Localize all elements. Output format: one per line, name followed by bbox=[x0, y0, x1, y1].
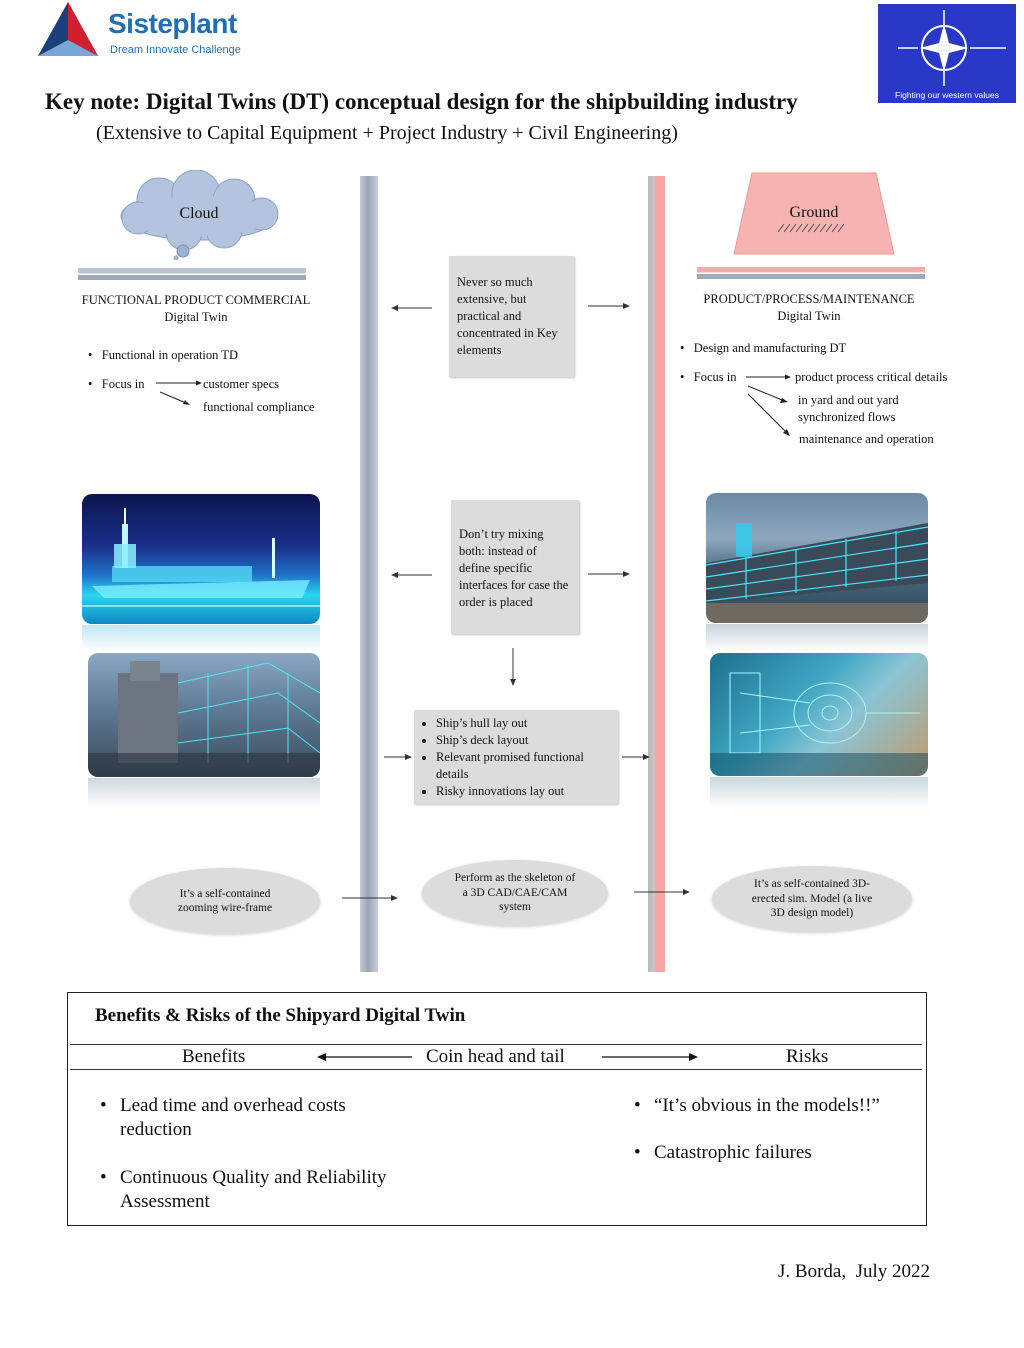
left-oval: It’s a self-contained zooming wire-frame bbox=[130, 868, 320, 934]
arrow-right-icon bbox=[588, 571, 630, 577]
carrier-digital-twin-reflection bbox=[706, 624, 928, 652]
arrow-right-icon bbox=[602, 1053, 698, 1061]
bullet-dot: • bbox=[88, 377, 102, 391]
right-heading: PRODUCT/PROCESS/MAINTENANCE Digital Twin bbox=[684, 291, 934, 325]
risk-item: • “It’s obvious in the models!!” bbox=[634, 1094, 880, 1118]
right-focus-target-2: in yard and out yard synchronized flows bbox=[798, 393, 899, 424]
arrow-right-icon bbox=[634, 889, 690, 895]
cloud-label: Cloud bbox=[179, 205, 219, 222]
left-divider-rail bbox=[360, 176, 378, 972]
right-divider-rail bbox=[648, 176, 665, 972]
benefits-risks-panel: Benefits & Risks of the Shipyard Digital… bbox=[67, 992, 927, 1226]
arrow-right-icon bbox=[588, 303, 630, 309]
carrier-wireframe-drawing bbox=[88, 661, 320, 777]
bullet-dot: • bbox=[100, 1167, 107, 1188]
ship-hologram-drawing bbox=[82, 508, 320, 607]
center-list-item: Ship’s hull lay out bbox=[436, 715, 612, 732]
ground-base-bar bbox=[697, 267, 925, 279]
page-title: Key note: Digital Twins (DT) conceptual … bbox=[45, 89, 798, 114]
left-heading-line1: FUNCTIONAL PRODUCT COMMERCIAL bbox=[81, 293, 311, 307]
carrier-digital-twin-drawing bbox=[706, 523, 928, 623]
logo-name: Sisteplant bbox=[108, 8, 237, 39]
benefit-item: • Continuous Quality and Reliability Ass… bbox=[100, 1166, 450, 1214]
risks-header: Risks bbox=[786, 1046, 829, 1067]
right-bullet-1: • Design and manufacturing DT bbox=[680, 340, 846, 357]
center-list-item: Relevant promised functional details bbox=[436, 749, 612, 783]
sisteplant-logo: Sisteplant Dream Innovate Challenge bbox=[34, 0, 254, 62]
bullet-dot: • bbox=[680, 341, 694, 355]
right-heading-line2: Digital Twin bbox=[777, 309, 841, 323]
logo-triangle-icon bbox=[38, 2, 98, 56]
benefits-risks-title: Benefits & Risks of the Shipyard Digital… bbox=[95, 1005, 466, 1026]
benefits-header: Benefits bbox=[182, 1046, 246, 1067]
compass-badge: Fighting our western values bbox=[878, 4, 1016, 103]
right-focus-target-1: product process critical details bbox=[795, 370, 948, 384]
benefit-text: Continuous Quality and Reliability Asses… bbox=[120, 1167, 387, 1212]
risk-text: Catastrophic failures bbox=[654, 1142, 812, 1163]
left-heading: FUNCTIONAL PRODUCT COMMERCIAL Digital Tw… bbox=[70, 292, 322, 326]
arrow-right-icon bbox=[342, 895, 398, 901]
center-list-item: Ship’s deck layout bbox=[436, 732, 612, 749]
coin-head-tail-header: Coin head and tail bbox=[426, 1046, 565, 1067]
badge-text: Fighting our western values bbox=[895, 90, 999, 100]
arrow-down-icon bbox=[510, 648, 516, 686]
compass-rose-icon bbox=[898, 10, 1006, 86]
center-box-1: Never so much extensive, but practical a… bbox=[449, 256, 574, 377]
right-bullet-2-text: Focus in bbox=[693, 370, 737, 384]
right-focus-target-3: maintenance and operation bbox=[799, 432, 934, 446]
arrow-left-icon bbox=[391, 572, 432, 578]
right-focus-arrows-icon bbox=[746, 374, 791, 436]
ground-trapezoid-icon bbox=[733, 172, 895, 255]
engine-wireframe-reflection bbox=[710, 777, 928, 807]
left-bullet-1-text: Functional in operation TD bbox=[101, 348, 238, 362]
author-signature: J. Borda, July 2022 bbox=[778, 1261, 930, 1282]
arrow-right-icon bbox=[622, 754, 650, 760]
left-bullet-2-text: Focus in bbox=[101, 377, 145, 391]
benefit-text: Lead time and overhead costs reduction bbox=[120, 1095, 346, 1140]
engine-wireframe-image bbox=[710, 653, 928, 776]
bullet-dot: • bbox=[680, 370, 694, 384]
left-focus-arrows-icon bbox=[156, 380, 202, 405]
bullet-dot: • bbox=[634, 1142, 641, 1163]
bullet-dot: • bbox=[88, 348, 102, 362]
right-bullet-2: • Focus in bbox=[680, 369, 736, 386]
ground-label: Ground bbox=[789, 204, 839, 221]
logo-tagline: Dream Innovate Challenge bbox=[110, 44, 241, 56]
ship-hologram-image bbox=[82, 494, 320, 624]
bullet-dot: • bbox=[100, 1095, 107, 1116]
center-list-box: Ship’s hull lay out Ship’s deck layout R… bbox=[414, 710, 618, 804]
cloud-base-bar bbox=[78, 268, 306, 280]
arrow-left-icon bbox=[317, 1053, 412, 1061]
divider-line bbox=[70, 1069, 922, 1070]
cloud-icon bbox=[120, 170, 279, 260]
center-box-2: Don’t try mixing both: instead of define… bbox=[451, 500, 579, 634]
left-heading-line2: Digital Twin bbox=[164, 310, 228, 324]
center-oval: Perform as the skeleton of a 3D CAD/CAE/… bbox=[422, 860, 608, 926]
risk-item: • Catastrophic failures bbox=[634, 1141, 812, 1165]
left-focus-target-1: customer specs bbox=[203, 377, 280, 391]
carrier-wireframe-reflection bbox=[88, 778, 320, 808]
bullet-dot: • bbox=[634, 1095, 641, 1116]
carrier-wireframe-image bbox=[88, 653, 320, 777]
risk-text: “It’s obvious in the models!!” bbox=[654, 1095, 880, 1116]
left-bullet-2: • Focus in bbox=[88, 376, 144, 393]
arrow-left-icon bbox=[391, 305, 432, 311]
right-oval: It’s as self-contained 3D-erected sim. M… bbox=[712, 866, 912, 932]
page-subtitle: (Extensive to Capital Equipment + Projec… bbox=[96, 122, 678, 144]
benefit-item: • Lead time and overhead costs reduction bbox=[100, 1094, 350, 1142]
center-list-item: Risky innovations lay out bbox=[436, 783, 612, 800]
left-bullet-1: • Functional in operation TD bbox=[88, 347, 238, 364]
divider-line bbox=[70, 1044, 922, 1045]
right-bullet-1-text: Design and manufacturing DT bbox=[693, 341, 847, 355]
center-list: Ship’s hull lay out Ship’s deck layout R… bbox=[418, 715, 612, 800]
carrier-digital-twin-image bbox=[706, 493, 928, 623]
arrow-right-icon bbox=[384, 754, 412, 760]
right-heading-line1: PRODUCT/PROCESS/MAINTENANCE bbox=[703, 292, 915, 306]
left-focus-target-2: functional compliance bbox=[203, 400, 315, 414]
ship-hologram-reflection bbox=[82, 625, 320, 651]
engine-wireframe-drawing bbox=[710, 672, 928, 776]
